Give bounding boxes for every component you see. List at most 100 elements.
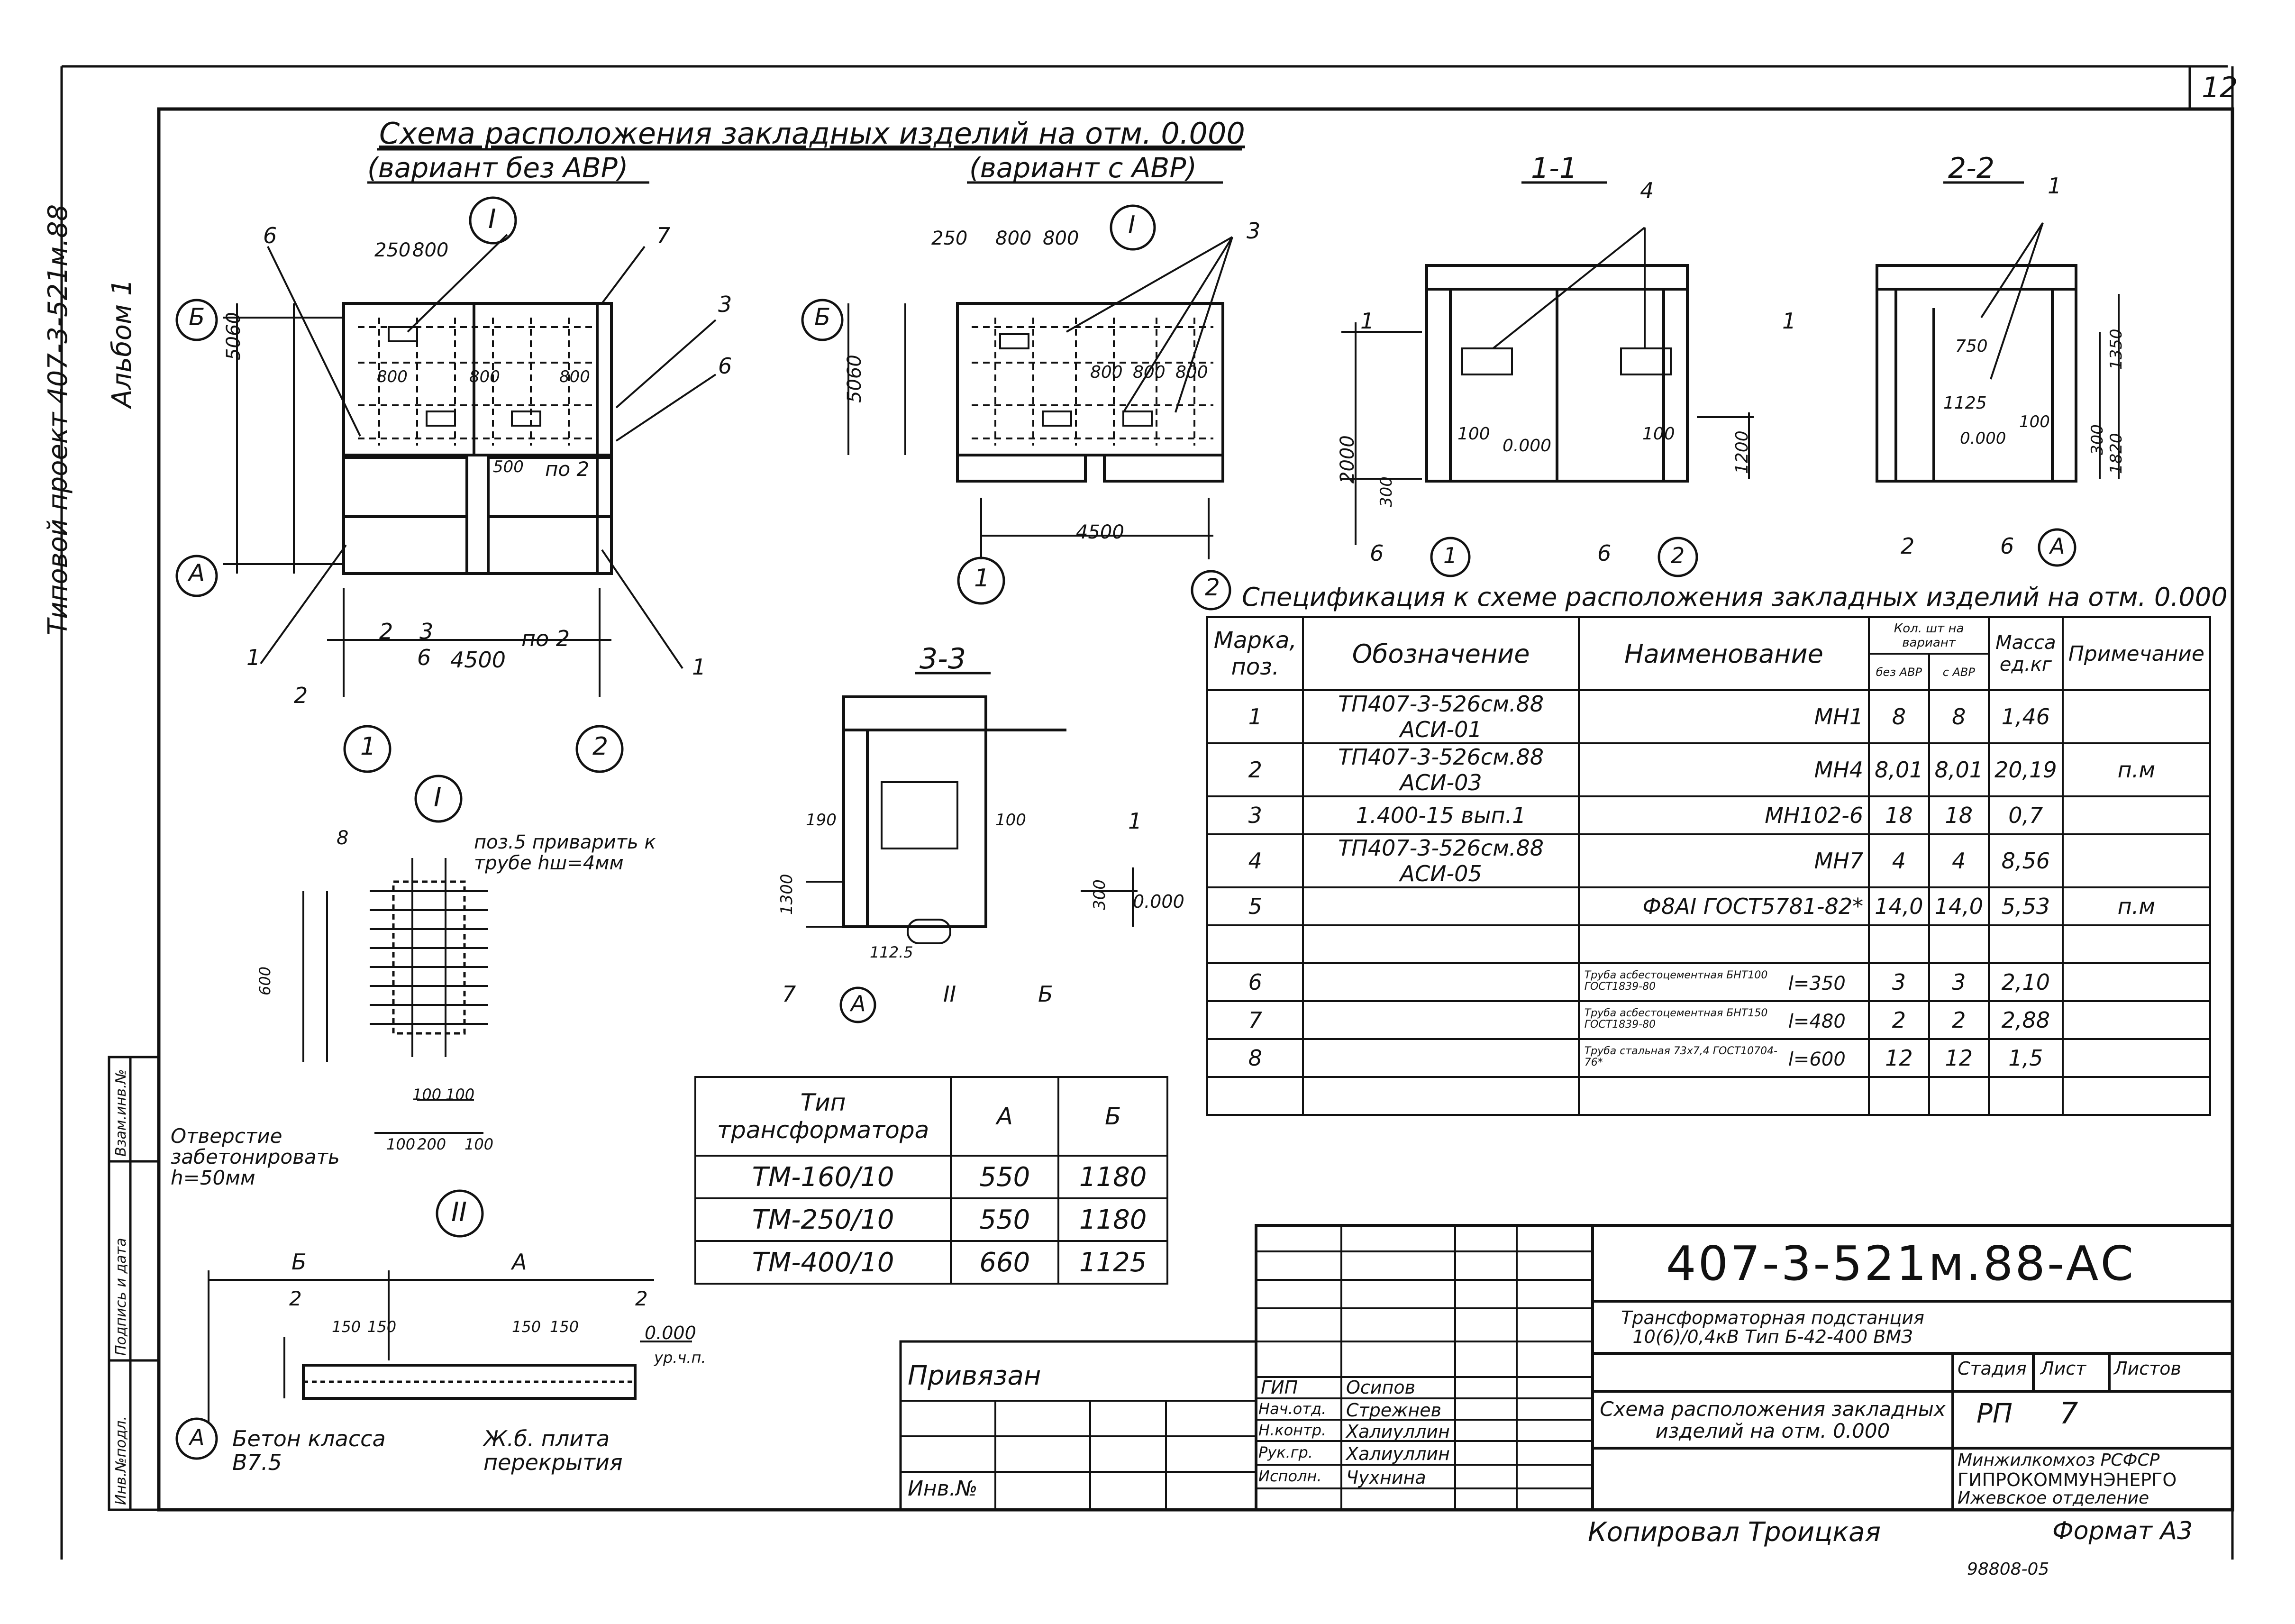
detail-II-title: II — [451, 1197, 467, 1228]
detail-I-title: I — [434, 782, 442, 813]
spec-row: 8 Труба стальная 73х7,4 ГОСТ10704-76*l=6… — [1206, 1038, 2212, 1078]
s33-dim-1125: 112.5 — [870, 943, 913, 961]
tt-row: ТМ-250/10 550 1180 — [694, 1197, 1168, 1242]
spec-h-mark: Марка, поз. — [1206, 616, 1304, 691]
tb-object: Трансформаторная подстанция 10(6)/0,4кВ … — [1621, 1307, 1924, 1347]
detail-I-callout: I — [488, 204, 496, 235]
tt-h-type: Тип трансформатора — [694, 1076, 952, 1157]
inv-label: Инв.№ — [908, 1477, 978, 1501]
axis-2-left: 2 — [592, 732, 609, 761]
spec-h-qty: Кол. шт на вариант — [1868, 616, 1990, 655]
detail-I-dim-m2: 100 — [446, 1086, 475, 1104]
tt-cell-type: ТМ-400/10 — [694, 1240, 952, 1285]
tt-cell-a: 660 — [950, 1240, 1060, 1285]
detail-I-hole-note: Отверстие забетонировать h=50мм — [171, 1124, 340, 1189]
spec-row: 3 1.400-15 вып.1 МН102-6 18 18 0,7 — [1206, 795, 2212, 835]
spec-cell-name: МН102-6 — [1577, 795, 1870, 835]
section-1-1-title: 1-1 — [1531, 152, 1577, 185]
axis-1-right: 1 — [974, 564, 990, 593]
spec-cell-a: 2 — [1868, 1000, 1930, 1040]
tt-cell-type: ТМ-160/10 — [694, 1155, 952, 1199]
tb-sheet-label: Лист — [2040, 1358, 2086, 1379]
s11-dim-1200: 1200 — [1732, 430, 1752, 474]
tb-sheet: 7 — [2059, 1396, 2078, 1431]
s11-label-4: 4 — [1640, 178, 1654, 203]
spec-cell-a: 8,01 — [1868, 742, 1930, 797]
spec-cell-b: 8 — [1928, 689, 1990, 744]
tb-person: Халиуллин — [1346, 1421, 1450, 1442]
spec-cell-len: l=600 — [1788, 1049, 1846, 1070]
dim-800-right: 800 — [995, 228, 1032, 249]
s33-label-b: Б — [1038, 981, 1053, 1007]
plan-no-avr — [223, 234, 717, 697]
s33-dim-1300: 1300 — [777, 874, 796, 915]
label-1b-left: 1 — [692, 654, 706, 680]
tt-cell-a: 550 — [950, 1155, 1060, 1199]
dim-mid-r2: 800 — [1133, 363, 1166, 382]
label-7b-left: 2 — [294, 683, 308, 708]
detail-II-concrete: Бетон класса В7.5 — [232, 1426, 386, 1475]
detail-I-dim-m1: 100 — [412, 1086, 442, 1104]
s22-label-1: 1 — [2048, 173, 2062, 199]
plan-avr — [847, 236, 1233, 559]
s11-dim-100: 100 — [1457, 424, 1490, 444]
section-2-2-title: 2-2 — [1948, 152, 1994, 185]
detail-II-axis-a: А — [190, 1424, 205, 1450]
spec-cell-name: Труба асбестоцементная БНТ150 ГОСТ1839-8… — [1584, 1007, 1768, 1031]
spec-cell-n — [2061, 689, 2212, 744]
spec-cell-m: 1,5 — [1988, 1038, 2064, 1078]
spec-h-note: Примечание — [2061, 616, 2212, 691]
label-po2-left: по 2 — [545, 457, 590, 481]
detail-II-level: 0.000 — [645, 1323, 696, 1343]
main-title: Схема расположения закладных изделий на … — [379, 116, 1245, 151]
spec-cell-b: 14,0 — [1928, 886, 1990, 926]
detail-II-dim-150b: 150 — [367, 1318, 397, 1336]
detail-II-drawing — [208, 1189, 692, 1422]
section-3-3 — [806, 695, 1138, 944]
tb-person: Чухнина — [1346, 1467, 1426, 1488]
spec-h-mass: Масса ед.кг — [1988, 616, 2064, 691]
axis-1-left: 1 — [360, 732, 376, 761]
spec-cell-len: l=350 — [1788, 973, 1846, 994]
s33-label-II: II — [943, 981, 956, 1007]
spec-cell-n: п.м — [2061, 886, 2212, 926]
label-1-left: 1 — [246, 645, 261, 670]
spec-cell-m: 1,46 — [1988, 689, 2064, 744]
spec-cell-name: МН1 — [1577, 689, 1870, 744]
dim-mid-1: 800 — [377, 367, 408, 386]
spec-cell-m: 5,53 — [1988, 886, 2064, 926]
spec-h-designation: Обозначение — [1302, 616, 1580, 691]
spec-table: Марка, поз. Обозначение Наименование Кол… — [1206, 616, 2212, 1116]
copied-by: Копировал Троицкая — [1588, 1517, 1881, 1548]
tt-cell-b: 1125 — [1057, 1240, 1168, 1285]
detail-II-level2: ур.ч.п. — [654, 1349, 706, 1367]
tt-row: ТМ-160/10 550 1180 — [694, 1155, 1168, 1199]
tb-role: Рук.гр. — [1258, 1443, 1313, 1461]
spec-row: 4 ТП407-3-526см.88 АСИ-05 МН7 4 4 8,56 — [1206, 833, 2212, 888]
tb-stage-label: Стадия — [1958, 1358, 2027, 1379]
spec-row: 1 ТП407-3-526см.88 АСИ-01 МН1 8 8 1,46 — [1206, 689, 2212, 744]
tb-sheet-title: Схема расположения закладных изделий на … — [1600, 1397, 1946, 1442]
s33-dim-100: 100 — [995, 811, 1026, 830]
detail-I-callout-avr: I — [1128, 211, 1136, 239]
dim-mid-r3: 800 — [1175, 363, 1208, 382]
tb-sheets-label: Листов — [2114, 1358, 2181, 1379]
spec-cell-b: 18 — [1928, 795, 1990, 835]
spec-cell-a: 18 — [1868, 795, 1930, 835]
transformer-table: Тип трансформатора А Б ТМ-160/10 550 118… — [694, 1076, 1168, 1285]
section-2-2 — [1876, 222, 2120, 483]
s22-axis-a: А — [2050, 533, 2065, 559]
variant-no-avr: (вариант без АВР) — [367, 152, 628, 184]
tb-role: Исполн. — [1258, 1467, 1322, 1485]
tb-person: Стрежнев — [1346, 1400, 1442, 1421]
label-po2b-left: по 2 — [521, 626, 570, 651]
spec-cell-m: 2,10 — [1988, 962, 2064, 1002]
stamp-inv: Инв.№подл. — [113, 1416, 129, 1505]
s11-label-6b: 6 — [1597, 540, 1612, 566]
spec-cell-b: 3 — [1928, 962, 1990, 1002]
spec-cell-pos: 2 — [1206, 742, 1304, 797]
s33-axis-a: А — [851, 991, 866, 1016]
dim-4500-left: 4500 — [450, 647, 506, 673]
dim-4500-right: 4500 — [1076, 521, 1124, 543]
